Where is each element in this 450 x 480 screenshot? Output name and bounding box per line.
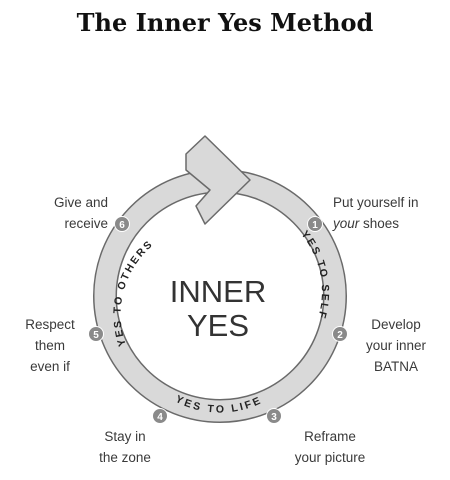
- step-label-2: Develop your inner BATNA: [356, 314, 436, 377]
- step-badge-4-number: 4: [157, 412, 163, 423]
- step-badge-6-number: 6: [119, 220, 125, 231]
- step-badge-2-number: 2: [337, 330, 343, 341]
- step-3-line1: Reframe: [304, 429, 356, 444]
- step-5-line2: them: [34, 338, 65, 353]
- step-label-6: Give and receive: [38, 192, 108, 234]
- step-1-line2: your shoes: [333, 213, 419, 234]
- step-2-line1: Develop: [371, 317, 421, 332]
- step-badge-5-number: 5: [93, 330, 99, 341]
- step-badge-3: 3: [266, 408, 282, 424]
- cycle-arrow: [185, 135, 251, 225]
- step-2-line3: BATNA: [373, 359, 418, 374]
- step-badge-3-number: 3: [271, 412, 277, 423]
- step-label-1: Put yourself in your shoes: [333, 192, 419, 234]
- step-6-line2: receive: [64, 216, 108, 231]
- step-badge-6: 6: [114, 216, 130, 232]
- step-label-4: Stay in the zone: [90, 426, 160, 468]
- step-1-rest: shoes: [359, 216, 400, 231]
- step-2-line2: your inner: [365, 338, 427, 353]
- step-5-line3: even if: [30, 359, 70, 374]
- step-label-3: Reframe your picture: [280, 426, 380, 468]
- step-badge-1-number: 1: [312, 220, 318, 231]
- step-label-5: Respect them even if: [20, 314, 80, 377]
- step-4-line2: the zone: [99, 450, 151, 465]
- step-4-line1: Stay in: [104, 429, 146, 444]
- center-label-line2: YES: [187, 308, 249, 343]
- step-1-emphasis: your: [333, 216, 360, 231]
- step-6-line1: Give and: [53, 195, 108, 210]
- step-1-line1: Put yourself in: [333, 195, 419, 210]
- center-label-line1: INNER: [170, 274, 266, 309]
- step-badge-5: 5: [88, 326, 104, 342]
- step-badge-1: 1: [307, 216, 323, 232]
- diagram-title: The Inner Yes Method: [76, 8, 374, 37]
- step-badge-2: 2: [332, 326, 348, 342]
- step-3-line2: your picture: [294, 450, 366, 465]
- step-5-line1: Respect: [25, 317, 75, 332]
- step-badge-4: 4: [152, 408, 168, 424]
